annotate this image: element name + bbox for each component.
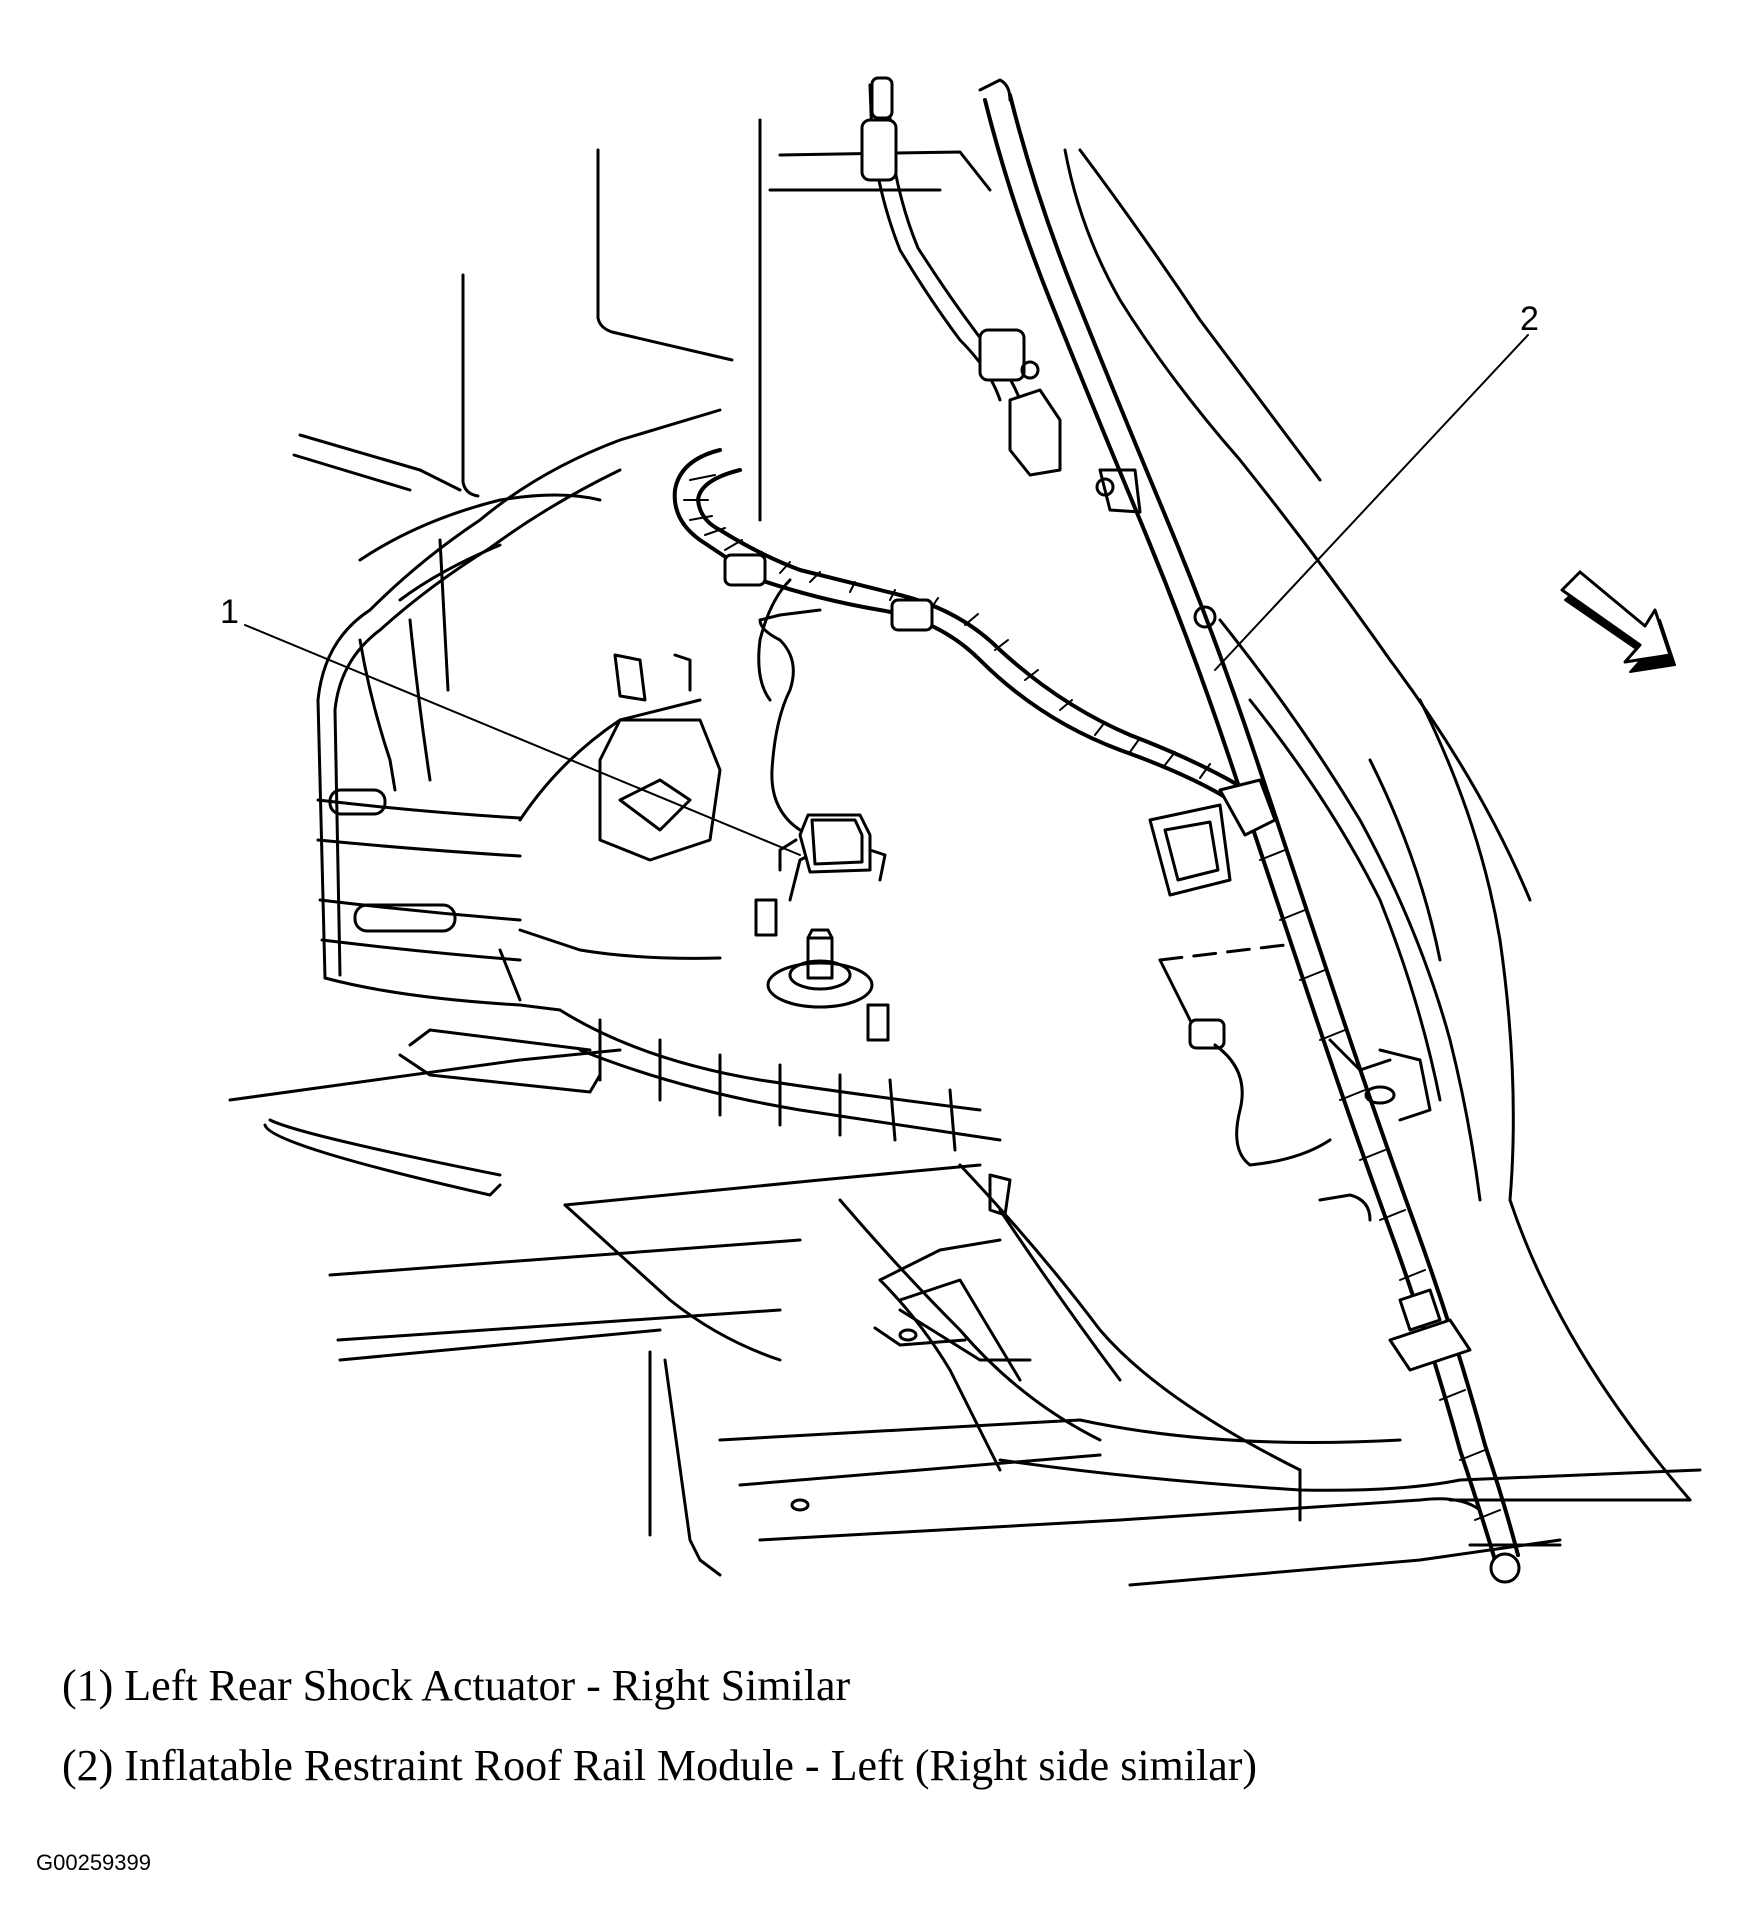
vehicle-rear-quarter-illustration: 1 2	[220, 76, 1702, 1587]
roof-rail-module	[860, 76, 1521, 1584]
body-panel-lines	[292, 118, 992, 522]
forward-arrow-icon	[1560, 570, 1676, 673]
legend-item-1: (1) Left Rear Shock Actuator - Right Sim…	[62, 1661, 851, 1710]
callout-2-leader	[1214, 334, 1529, 671]
shock-tower	[598, 653, 890, 1042]
branch-connector	[1158, 943, 1372, 1222]
figure-id: G00259399	[36, 1850, 151, 1875]
wheelhouse	[316, 408, 1002, 1152]
callout-1-number: 1	[220, 593, 239, 631]
callout-2-number: 2	[1520, 300, 1539, 338]
floor-pan	[228, 1028, 1702, 1587]
callout-1-leader	[244, 624, 801, 856]
leader-lines	[244, 334, 1529, 856]
wiring-harness	[672, 448, 1240, 802]
shock-actuator	[758, 608, 887, 882]
c-pillar-lines	[1020, 148, 1692, 1502]
legend-item-2: (2) Inflatable Restraint Roof Rail Modul…	[62, 1741, 1258, 1790]
